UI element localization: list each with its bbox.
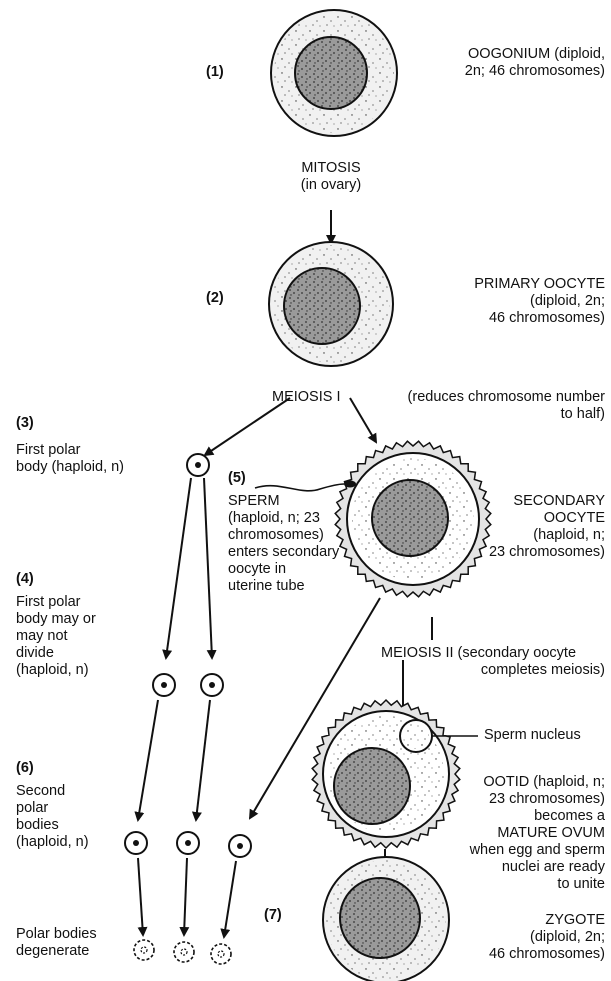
degenerate-polar-3 xyxy=(211,944,231,964)
oogonium-cell xyxy=(271,10,397,136)
second-polar-body-1 xyxy=(125,832,147,854)
secondary-oocyte-cell xyxy=(335,441,491,597)
arrow-degenerate-1 xyxy=(138,858,143,935)
step-1-label: (1) xyxy=(206,64,224,81)
oogonium-label: OOGONIUM (diploid, 2n; 46 chromosomes) xyxy=(465,46,605,80)
arrow-polar-b-down xyxy=(196,700,210,820)
arrow-first-polar-left xyxy=(166,478,191,658)
step-2-label: (2) xyxy=(206,290,224,307)
degenerate-polar-2 xyxy=(174,942,194,962)
primary-oocyte-cell xyxy=(269,242,393,366)
polar-degenerate-label: Polar bodies degenerate xyxy=(16,926,97,960)
arrow-polar-a-down xyxy=(138,700,158,820)
ootid-label: OOTID (haploid, n; 23 chromosomes) becom… xyxy=(470,774,605,893)
sperm xyxy=(255,481,356,491)
zygote-label: ZYGOTE (diploid, 2n; 46 chromosomes) xyxy=(489,912,605,963)
ootid-cell xyxy=(312,700,460,848)
first-polar-body-label: First polar body (haploid, n) xyxy=(16,442,124,476)
second-polar-label: Second polar bodies (haploid, n) xyxy=(16,783,89,851)
secondary-oocyte-label: SECONDARY OOCYTE (haploid, n; 23 chromos… xyxy=(489,493,605,561)
arrow-degenerate-3 xyxy=(224,861,236,937)
arrow-to-secondary-oocyte xyxy=(350,398,376,442)
mitosis-label: MITOSIS (in ovary) xyxy=(291,160,371,194)
step-3-label: (3) xyxy=(16,415,34,432)
degenerate-polar-1 xyxy=(134,940,154,960)
sperm-label: SPERM (haploid, n; 23 chromosomes) enter… xyxy=(228,493,339,595)
arrow-first-polar-right xyxy=(204,478,212,658)
arrow-to-first-polar xyxy=(205,398,290,455)
step-6-label: (6) xyxy=(16,760,34,777)
first-polar-divide-label: First polar body may or may not divide (… xyxy=(16,594,96,679)
step-4-label: (4) xyxy=(16,571,34,588)
meiosis-1-label: MEIOSIS I xyxy=(272,389,341,406)
first-polar-body-a xyxy=(153,674,175,696)
first-polar-body xyxy=(187,454,209,476)
meiosis-2-label-line2: completes meiosis) xyxy=(481,662,605,679)
sperm-nucleus-label: Sperm nucleus xyxy=(484,727,581,744)
meiosis-2-label: MEIOSIS II (secondary oocyte xyxy=(381,645,576,662)
step-5-label: (5) xyxy=(228,470,246,487)
first-polar-body-b xyxy=(201,674,223,696)
arrow-degenerate-2 xyxy=(184,858,187,935)
step-7-label: (7) xyxy=(264,907,282,924)
primary-oocyte-label: PRIMARY OOCYTE (diploid, 2n; 46 chromoso… xyxy=(474,276,605,327)
second-polar-body-3 xyxy=(229,835,251,857)
meiosis-1-note: (reduces chromosome number to half) xyxy=(408,389,605,423)
second-polar-body-2 xyxy=(177,832,199,854)
zygote-cell xyxy=(323,857,449,981)
